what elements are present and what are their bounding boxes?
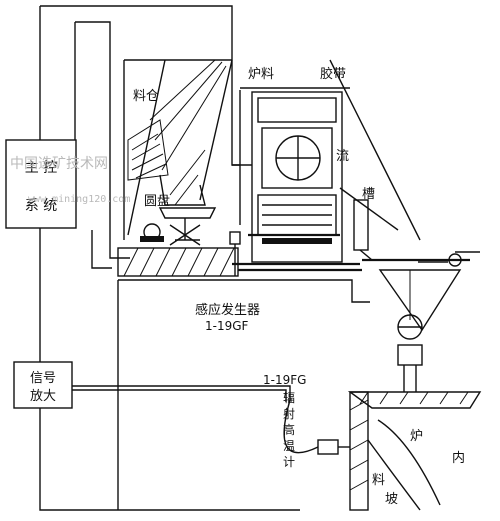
label-furnace: 炉 <box>410 429 423 444</box>
label-main-control-1: 主 控 <box>25 160 57 176</box>
label-signal-amp-1: 信号 <box>30 371 56 386</box>
label-signal-amp-2: 放大 <box>30 389 56 404</box>
signal-wiring <box>39 5 370 511</box>
bucket-hoist <box>378 269 462 392</box>
belt-conveyor <box>232 87 350 263</box>
label-belt: 胶带 <box>320 66 346 82</box>
flow-chute <box>329 59 480 267</box>
label-chute: 槽 <box>362 187 375 202</box>
label-pyrometer-3: 高 <box>283 422 295 437</box>
labels: 主 控 系 统 信号 放大 料仓 圆盘 炉料 胶带 流 槽 感应发生器 1-19… <box>25 66 465 507</box>
label-slope: 坡 <box>385 492 398 507</box>
label-pyrometer-4: 温 <box>283 439 295 453</box>
label-furnace-material: 炉料 <box>248 67 274 82</box>
label-main-control-2: 系 统 <box>25 198 57 214</box>
disc-feeder <box>140 207 217 246</box>
label-pyrometer-model: 1-19FG <box>263 373 306 387</box>
watermark-url: www.mining120.com <box>28 194 130 205</box>
induction-sensor <box>229 231 241 276</box>
hopper <box>123 59 233 240</box>
label-pyrometer-1: 辐 <box>283 390 295 405</box>
furnace-wall <box>347 391 482 511</box>
signal-amplifier-box <box>13 361 291 409</box>
label-pyrometer-5: 计 <box>283 455 295 469</box>
label-disc: 圆盘 <box>144 193 170 209</box>
label-pyrometer-2: 射 <box>283 406 295 421</box>
foundation <box>117 247 362 277</box>
radiation-pyrometer <box>283 399 350 455</box>
main-control-box <box>5 139 77 229</box>
label-material: 料 <box>372 473 385 488</box>
label-sensor-model: 1-19GF <box>205 319 249 333</box>
label-inside: 内 <box>452 450 465 466</box>
watermark: 中国选矿技术网 www.mining120.com <box>10 156 130 205</box>
watermark-text: 中国选矿技术网 <box>10 156 108 172</box>
label-hopper: 料仓 <box>133 89 159 104</box>
label-sensor-name: 感应发生器 <box>195 302 260 318</box>
label-flow: 流 <box>336 149 349 164</box>
